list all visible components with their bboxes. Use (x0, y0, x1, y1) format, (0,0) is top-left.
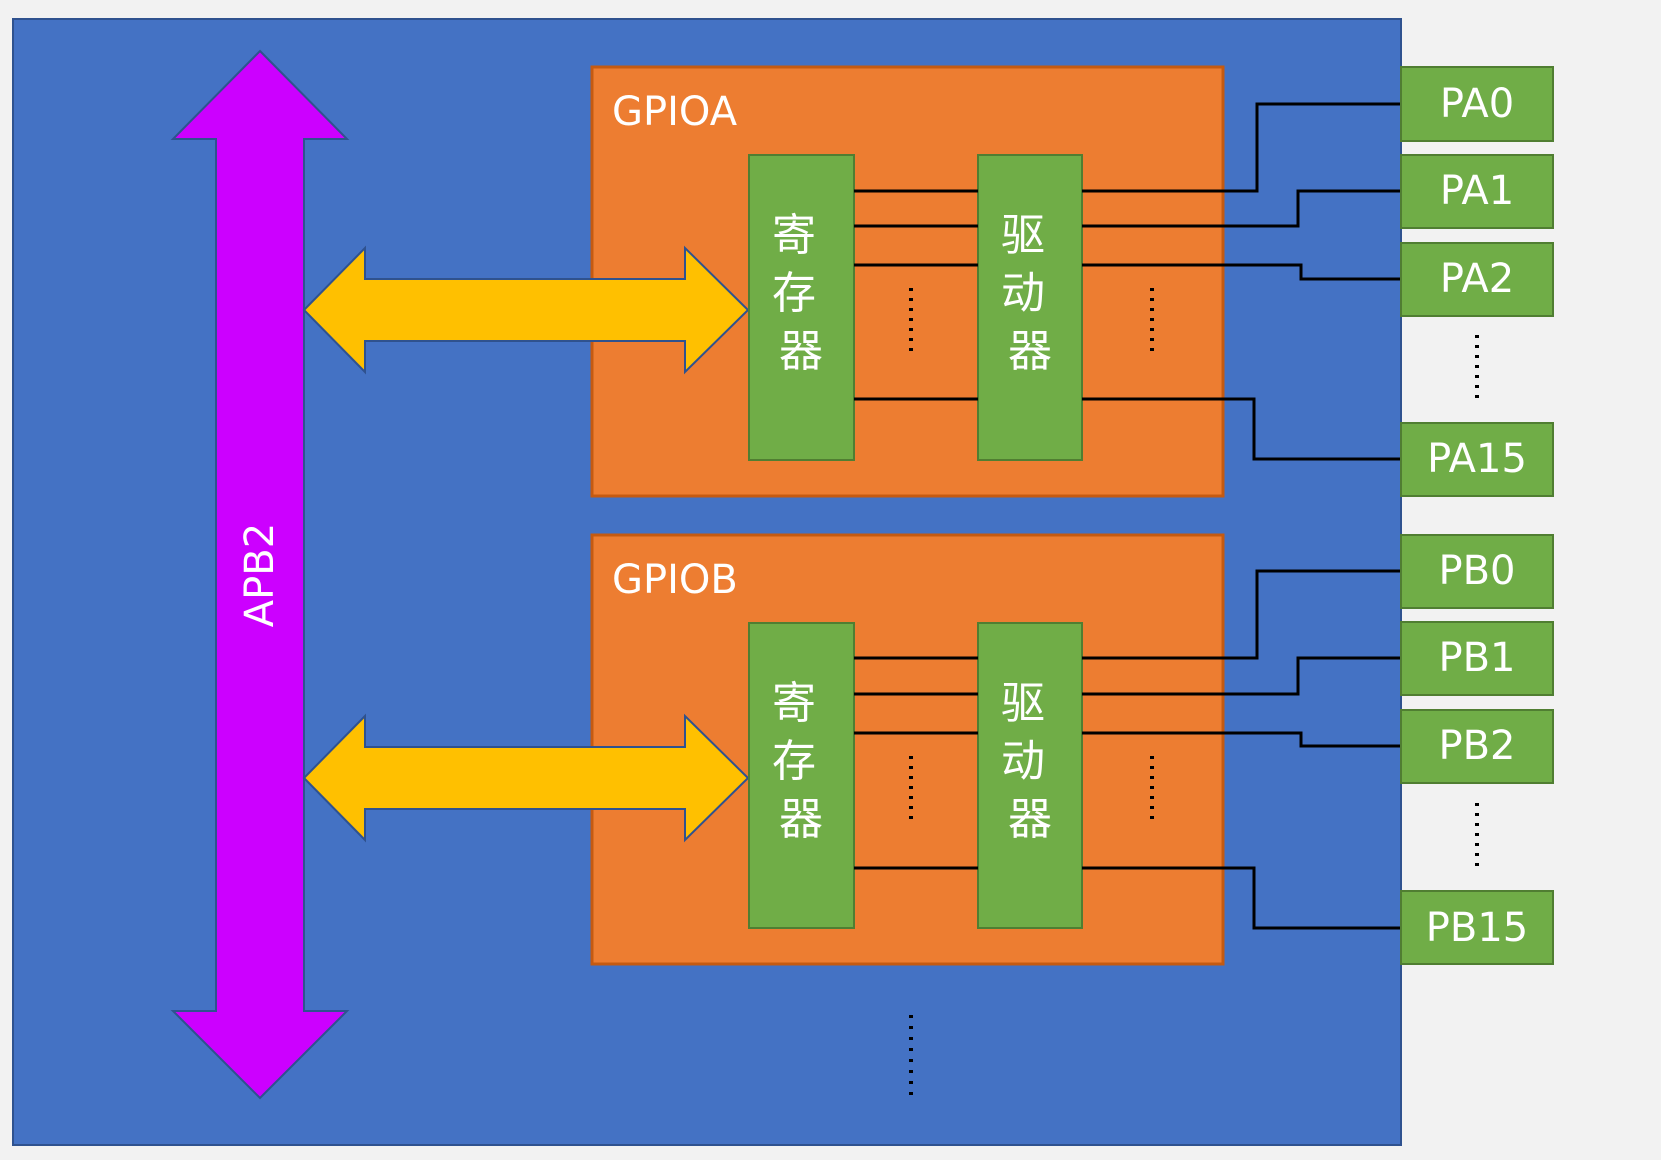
pin-pa15-label: PA15 (1427, 436, 1527, 482)
gpiob-driver-char-3: 器 (1008, 794, 1052, 845)
pin-pb1-label: PB1 (1438, 635, 1515, 681)
gpioa-driver-box (977, 154, 1083, 461)
pin-pb15-box (1400, 890, 1554, 965)
pin-pb2-box (1400, 709, 1554, 784)
gpioa-pin-wires (1082, 102, 1401, 461)
gpiob-driver-char-2: 动 (1001, 736, 1045, 787)
gpiob-pin-column: PB0 PB1 PB2 PB15 (1400, 534, 1554, 965)
pin-pb0-label: PB0 (1438, 548, 1515, 594)
apb2-bus-arrow (170, 49, 350, 1100)
apb2-bus-label: APB2 (237, 523, 283, 627)
pin-pb15-label: PB15 (1426, 905, 1528, 951)
pin-pa0-box (1400, 66, 1554, 142)
gpiob-register-char-2: 存 (772, 736, 816, 787)
gpiob-internal-wires (854, 656, 978, 870)
gpioa-register-char-3: 器 (779, 326, 823, 377)
gpioa-driver-label: 驱 动 器 (1001, 210, 1059, 377)
gpioa-driver-char-3: 器 (1008, 326, 1052, 377)
pin-pb1-box (1400, 621, 1554, 696)
gpiob-register-box (748, 622, 855, 929)
gpiob-register-char-3: 器 (779, 794, 823, 845)
gpioa-internal-wires (854, 189, 978, 401)
gpioa-driver-char-1: 驱 (1001, 210, 1045, 261)
pin-pa2-label: PA2 (1440, 256, 1514, 302)
pin-pa1-label: PA1 (1440, 168, 1514, 214)
gpioa-register-char-1: 寄 (772, 210, 816, 261)
gpioa-title: GPIOA (612, 89, 738, 135)
gpioa-pin-column: PA0 PA1 PA2 PA15 (1400, 66, 1554, 497)
pin-pa2-box (1400, 242, 1554, 317)
pin-pa1-box (1400, 154, 1554, 229)
gpiob-pin-wires (1082, 569, 1401, 930)
pin-pb2-label: PB2 (1438, 723, 1515, 769)
gpiob-driver-char-1: 驱 (1001, 678, 1045, 729)
pin-pa0-label: PA0 (1440, 81, 1514, 127)
gpiob-title: GPIOB (612, 557, 738, 603)
gpiob-register-char-1: 寄 (772, 678, 816, 729)
gpiob-register-label: 寄 存 器 (772, 678, 830, 845)
gpiob-driver-box (977, 622, 1083, 929)
gpioa-register-label: 寄 存 器 (772, 210, 830, 377)
pin-pa15-box (1400, 422, 1554, 497)
gpiob-driver-label: 驱 动 器 (1001, 678, 1059, 845)
pin-pb0-box (1400, 534, 1554, 609)
gpioa-driver-char-2: 动 (1001, 268, 1045, 319)
gpioa-register-box (748, 154, 855, 461)
gpio-block-a: GPIOA 寄 存 器 驱 动 器 (302, 65, 1401, 498)
gpioa-block (590, 65, 1225, 498)
gpioa-register-char-2: 存 (772, 268, 816, 319)
gpio-block-b: GPIOB 寄 存 器 驱 动 器 (302, 533, 1401, 966)
